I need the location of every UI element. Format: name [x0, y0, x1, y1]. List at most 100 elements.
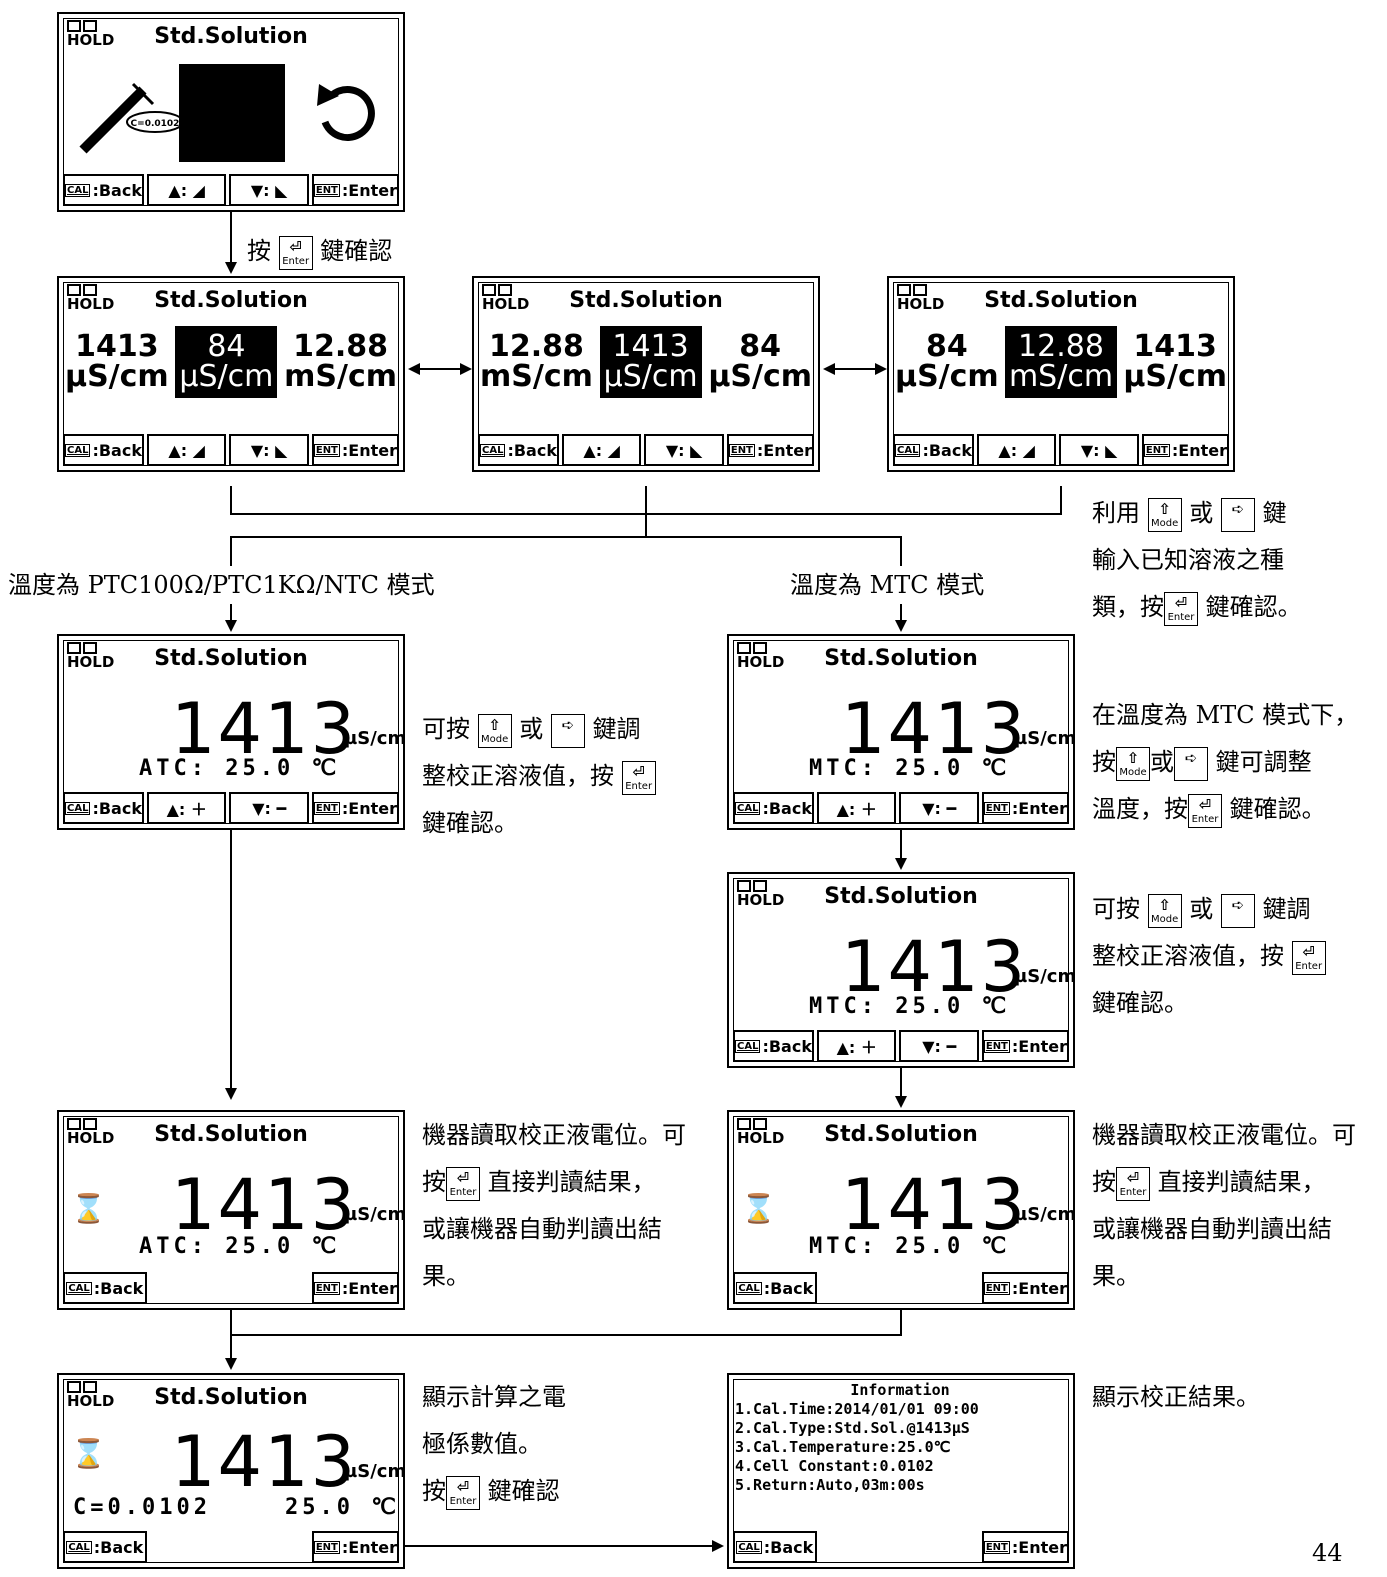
back-softkey[interactable]: CAL:Back: [733, 1531, 817, 1563]
plus-softkey[interactable]: ▲: ＋: [817, 1030, 896, 1062]
enter-softkey[interactable]: ENT: Enter: [982, 1272, 1069, 1304]
select-note: 利用 ⇧Mode 或 ➪ 鍵 輸入已知溶液之種 類，按⏎Enter 鍵確認。: [1092, 490, 1382, 631]
arrow-line: [405, 1545, 713, 1547]
mode-key-icon: ⇧Mode: [1148, 498, 1182, 532]
lcd-screen-mtc-reading: HOLD Std.Solution ⌛ 1413 µS/cm MTC: 25.0…: [727, 1110, 1075, 1310]
screen-title: Std.Solution: [59, 1385, 403, 1410]
softkey-spacer: [820, 1531, 979, 1563]
left-softkey[interactable]: ▲: ◢: [562, 434, 641, 466]
right-softkey[interactable]: ▼: ◣: [644, 434, 723, 466]
connector: [900, 1310, 902, 1336]
lcd-screen-mtc-2: HOLD Std.Solution 1413 µS/cm MTC: 25.0 ℃…: [727, 872, 1075, 1068]
plus-softkey[interactable]: ▲: ＋: [147, 792, 226, 824]
enter-softkey[interactable]: ENT: Enter: [982, 792, 1069, 824]
minus-softkey[interactable]: ▼: ━: [229, 792, 308, 824]
arrow-line: [833, 368, 877, 370]
right-key-icon: ➪: [1174, 747, 1208, 781]
reading-value: 1413: [841, 932, 1027, 1002]
back-softkey[interactable]: CAL:Back: [733, 1030, 814, 1062]
minus-softkey[interactable]: ▼: ━: [899, 792, 978, 824]
back-softkey[interactable]: CAL:Back: [63, 792, 144, 824]
enter-softkey[interactable]: ENT: Enter: [727, 434, 814, 466]
calc-note: 顯示計算之電 極係數值。 按⏎Enter 鍵確認: [422, 1374, 712, 1515]
hourglass-icon: ⌛: [71, 1437, 106, 1470]
enter-softkey[interactable]: ENT: Enter: [312, 1272, 399, 1304]
lcd-screen-trio-3: HOLD Std.Solution 84µS/cm 12.88mS/cm 141…: [887, 276, 1235, 472]
mode-key-icon: ⇧Mode: [1148, 894, 1182, 928]
reading-value: 1413: [841, 1170, 1027, 1240]
enter-softkey[interactable]: ENT: Enter: [312, 792, 399, 824]
back-softkey[interactable]: CAL:Back: [63, 434, 144, 466]
plus-softkey[interactable]: ▲: ＋: [817, 792, 896, 824]
right-softkey[interactable]: ▼: ◣: [229, 434, 308, 466]
mode-key-icon: ⇧Mode: [478, 714, 512, 748]
softkey-bar: CAL:Back ENT: Enter: [63, 1272, 399, 1304]
screen-title: Std.Solution: [59, 646, 403, 671]
arrow-head: [712, 1540, 724, 1552]
temperature-line: MTC: 25.0 ℃: [809, 1234, 1010, 1259]
reading-value: 1413: [171, 1170, 357, 1240]
back-softkey[interactable]: CAL:Back: [63, 174, 144, 206]
temperature-line: ATC: 25.0 ℃: [139, 756, 340, 781]
softkey-bar: CAL:Back ▲: ◢ ▼: ◣ ENT: Enter: [893, 434, 1229, 466]
left-softkey[interactable]: ▲: ◢: [147, 174, 226, 206]
enter-softkey[interactable]: ENT: Enter: [1142, 434, 1229, 466]
info-line: 5.Return:Auto,03m:00s: [735, 1476, 1065, 1495]
back-softkey[interactable]: CAL:Back: [478, 434, 559, 466]
connector: [900, 1068, 902, 1098]
left-softkey[interactable]: ▲: ◢: [977, 434, 1056, 466]
connector: [230, 830, 232, 1090]
enter-softkey[interactable]: ENT: Enter: [982, 1030, 1069, 1062]
enter-softkey[interactable]: ENT: Enter: [312, 174, 399, 206]
mode-key-icon: ⇧Mode: [1116, 747, 1150, 781]
connector: [230, 513, 1062, 515]
arrow-head: [225, 1358, 237, 1370]
reading-unit: µS/cm: [1014, 728, 1076, 749]
option-left: 1413µS/cm: [63, 328, 171, 396]
adjust-note-atc: 可按 ⇧Mode 或 ➪ 鍵調 整校正溶液值，按 ⏎Enter 鍵確認。: [422, 706, 712, 847]
hourglass-icon: ⌛: [71, 1192, 106, 1225]
enter-softkey[interactable]: ENT: Enter: [982, 1531, 1069, 1563]
back-softkey[interactable]: CAL:Back: [733, 1272, 817, 1304]
enter-softkey[interactable]: ENT: Enter: [312, 1531, 399, 1563]
back-softkey[interactable]: CAL:Back: [733, 792, 814, 824]
enter-key-icon: ⏎Enter: [446, 1476, 480, 1510]
info-heading: Information: [735, 1381, 1065, 1400]
enter-key-icon: ⏎Enter: [446, 1167, 480, 1201]
right-key-icon: ➪: [1221, 894, 1255, 928]
right-softkey[interactable]: ▼: ◣: [229, 174, 308, 206]
back-softkey[interactable]: CAL:Back: [63, 1272, 147, 1304]
softkey-spacer: [820, 1272, 979, 1304]
screen-title: Std.Solution: [889, 288, 1233, 313]
connector: [230, 486, 232, 514]
left-softkey[interactable]: ▲: ◢: [147, 434, 226, 466]
softkey-bar: CAL:Back ENT: Enter: [63, 1531, 399, 1563]
softkey-bar: CAL:Back ▲: ◢ ▼: ◣ ENT: Enter: [478, 434, 814, 466]
reading-note-mtc: 機器讀取校正液電位。可 按⏎Enter 直接判讀結果， 或讓機器自動判讀出結 果…: [1092, 1112, 1384, 1300]
cell-constant: C=0.0102: [73, 1495, 211, 1520]
softkey-spacer: [150, 1272, 309, 1304]
temperature-line: MTC: 25.0 ℃: [809, 756, 1010, 781]
reading-value: 1413: [171, 694, 357, 764]
reading-unit: µS/cm: [1014, 966, 1076, 987]
enter-softkey[interactable]: ENT: Enter: [312, 434, 399, 466]
screen-title: Std.Solution: [729, 884, 1073, 909]
right-key-icon: ➪: [1221, 498, 1255, 532]
temperature-line: ATC: 25.0 ℃: [139, 1234, 340, 1259]
back-softkey[interactable]: CAL:Back: [63, 1531, 147, 1563]
right-softkey[interactable]: ▼: ◣: [1059, 434, 1138, 466]
back-softkey[interactable]: CAL:Back: [893, 434, 974, 466]
option-right: 12.88mS/cm: [282, 328, 399, 396]
arrow-line: [418, 368, 462, 370]
mtc-temp-note: 在溫度為 MTC 模式下， 按⇧Mode或➪ 鍵可調整 溫度，按⏎Enter 鍵…: [1092, 692, 1387, 833]
reading-unit: µS/cm: [344, 728, 406, 749]
minus-softkey[interactable]: ▼: ━: [899, 1030, 978, 1062]
info-line: 1.Cal.Time:2014/01/01 09:00: [735, 1400, 1065, 1419]
arrow-head: [225, 1088, 237, 1100]
